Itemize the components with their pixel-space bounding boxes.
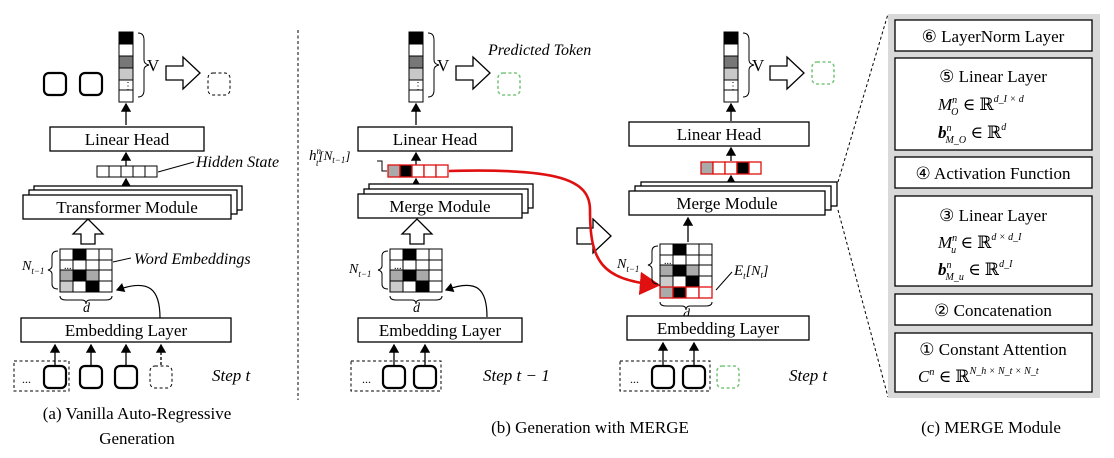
- svg-text:Embedding Layer: Embedding Layer: [379, 321, 502, 340]
- svg-text:d: d: [683, 307, 691, 322]
- step-label-a: Step t: [212, 366, 252, 385]
- svg-text:Linear Head: Linear Head: [393, 130, 478, 149]
- caption-a-line2: Generation: [99, 429, 175, 448]
- layernorm-box: [894, 19, 1093, 52]
- hidden-state-vector-b: [387, 164, 449, 178]
- word-embeddings-matrix-a: ...: [59, 248, 113, 293]
- svg-text:V: V: [752, 56, 765, 75]
- token-a2: [78, 71, 104, 97]
- svg-text:③ Linear Layer: ③ Linear Layer: [939, 206, 1047, 225]
- caption-a-line1: (a) Vanilla Auto-Regressive: [43, 404, 232, 423]
- predicted-token-b: [497, 72, 521, 96]
- panel-a: ⋮ V Linear Head Hidden State Transforme: [13, 31, 279, 448]
- activation-box: [894, 156, 1093, 189]
- svg-text:Cn ∈ ℝN_h × N_t × N_t: Cn ∈ ℝN_h × N_t × N_t: [918, 366, 1039, 386]
- merge-module-b1: [357, 193, 523, 219]
- vocab-vector-b2: ⋮: [723, 31, 739, 103]
- predicted-token-a: [207, 72, 231, 96]
- caption-b: (b) Generation with MERGE: [491, 418, 689, 437]
- svg-text:d: d: [413, 301, 421, 316]
- embedding-layer-b2: [626, 315, 810, 341]
- concatenation-box: [894, 293, 1093, 326]
- big-arrow-a: [165, 55, 201, 91]
- caption-c: (c) MERGE Module: [921, 418, 1061, 437]
- word-embeddings-label: Word Embeddings: [134, 251, 251, 268]
- v-label-a: V: [147, 56, 160, 75]
- svg-text:...: ...: [394, 261, 402, 272]
- svg-text:② Concatenation: ② Concatenation: [934, 301, 1052, 320]
- linear-head-b1: [357, 126, 513, 152]
- step-label-b1: Step t − 1: [483, 366, 550, 385]
- linear-layer-o-box: [894, 57, 1093, 151]
- linear-head-a: [49, 126, 205, 152]
- svg-text:...: ...: [22, 372, 31, 386]
- token-a1: [42, 71, 68, 97]
- svg-text:...: ...: [64, 261, 72, 272]
- constant-attention-box: [894, 332, 1093, 393]
- svg-text:Embedding Layer: Embedding Layer: [65, 321, 188, 340]
- d-label-a: d: [83, 301, 91, 316]
- svg-text:⋮: ⋮: [413, 81, 423, 92]
- svg-text:Merge Module: Merge Module: [676, 194, 777, 213]
- svg-text:Linear Head: Linear Head: [85, 130, 170, 149]
- brace-a: [137, 32, 150, 98]
- e-label: Et[Nt]: [733, 263, 768, 281]
- panel-b-right: ⋮ V Linear Head Merge Module: [491, 31, 838, 437]
- svg-text:Linear Head: Linear Head: [677, 125, 762, 144]
- svg-text:bnM_u ∈ ℝd_I: bnM_u ∈ ℝd_I: [938, 259, 1013, 283]
- svg-text:...: ...: [664, 256, 672, 267]
- mid-arrow-b: [576, 217, 612, 255]
- merge-module-b2: [628, 190, 826, 216]
- input-history-a: [13, 360, 70, 392]
- svg-text:④ Activation Function: ④ Activation Function: [915, 164, 1071, 183]
- vocab-vector-a: ⋮: [118, 31, 134, 103]
- linear-layer-u-box: [894, 195, 1093, 287]
- embedding-layer-b1: [357, 317, 523, 343]
- svg-text:⋮: ⋮: [728, 81, 738, 92]
- svg-text:⑤ Linear Layer: ⑤ Linear Layer: [939, 67, 1047, 86]
- step-label-b2: Step t: [789, 366, 829, 385]
- svg-text:...: ...: [630, 372, 639, 386]
- vocab-vector-b1: ⋮: [408, 31, 424, 103]
- svg-text:Embedding Layer: Embedding Layer: [657, 319, 780, 338]
- n-label-a: Nt−1: [21, 259, 44, 276]
- hidden-state-label: Hidden State: [195, 154, 279, 171]
- svg-text:V: V: [437, 56, 450, 75]
- linear-head-b2: [628, 121, 810, 147]
- embeddings-matrix-b1: ...: [389, 248, 443, 293]
- red-transfer-arrow: [448, 169, 661, 296]
- svg-text:① Constant Attention: ① Constant Attention: [919, 340, 1067, 359]
- up-arrow-a: [71, 218, 105, 245]
- transformer-module-a: [22, 194, 232, 220]
- svg-text:Merge Module: Merge Module: [389, 197, 490, 216]
- hidden-state-vector-a: [96, 165, 158, 178]
- svg-text:bnM_O ∈ ℝd: bnM_O ∈ ℝd: [938, 122, 1007, 146]
- svg-text:Nt−1: Nt−1: [616, 257, 639, 274]
- svg-text:MnO ∈ ℝd_I × d: MnO ∈ ℝd_I × d: [937, 94, 1025, 118]
- embeddings-matrix-b2: ...: [659, 243, 713, 299]
- svg-text:⑥ LayerNorm Layer: ⑥ LayerNorm Layer: [922, 27, 1065, 46]
- svg-text:...: ...: [362, 372, 371, 386]
- svg-text:Nt−1: Nt−1: [348, 262, 371, 279]
- hidden-state-vector-b2: [700, 161, 762, 175]
- svg-text:Mnu ∈ ℝd × d_I: Mnu ∈ ℝd × d_I: [937, 232, 1022, 256]
- svg-text:⋮: ⋮: [123, 81, 133, 92]
- embedding-layer-a: [20, 317, 232, 343]
- svg-text:Transformer Module: Transformer Module: [56, 198, 198, 217]
- predicted-token-label: Predicted Token: [487, 42, 591, 59]
